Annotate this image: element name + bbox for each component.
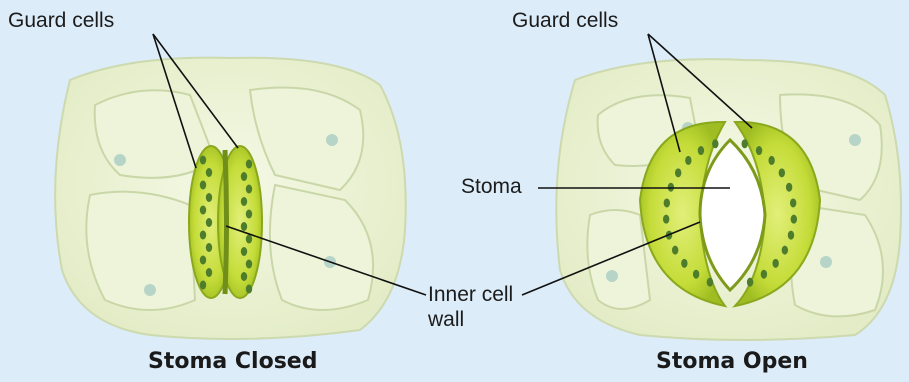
closed-stoma-group — [55, 58, 406, 339]
chloroplast — [246, 235, 252, 244]
chloroplast — [675, 168, 681, 177]
inner-cell-wall-label-line1: Inner cell — [428, 284, 513, 306]
chloroplast — [206, 218, 212, 227]
chloroplast — [663, 215, 669, 224]
chloroplast — [246, 210, 252, 219]
chloroplast — [681, 259, 687, 268]
chloroplast — [756, 146, 762, 155]
chloroplast — [693, 270, 699, 279]
open-guard-cells-label: Guard cells — [512, 10, 618, 32]
chloroplast — [788, 231, 794, 240]
closed-nucleus-2 — [326, 134, 338, 146]
chloroplast — [747, 278, 753, 287]
chloroplast — [772, 259, 778, 268]
closed-inner-wall — [225, 150, 227, 294]
closed-guard-cells-label: Guard cells — [8, 10, 114, 32]
chloroplast — [712, 139, 718, 148]
chloroplast — [742, 139, 748, 148]
inner-cell-wall-label-line2: wall — [428, 309, 464, 331]
stoma-closed-caption: Stoma Closed — [148, 349, 317, 374]
chloroplast — [241, 272, 247, 281]
closed-cell-lower-left — [86, 192, 195, 310]
chloroplast — [791, 215, 797, 224]
chloroplast — [200, 156, 206, 165]
chloroplast — [206, 243, 212, 252]
chloroplast — [246, 285, 252, 294]
chloroplast — [200, 206, 206, 215]
chloroplast — [786, 183, 792, 192]
chloroplast — [241, 247, 247, 256]
chloroplast — [200, 256, 206, 265]
chloroplast — [685, 156, 691, 165]
open-nucleus-2 — [849, 134, 861, 146]
chloroplast — [698, 146, 704, 155]
chloroplast — [782, 246, 788, 255]
closed-nucleus-4 — [144, 284, 156, 296]
chloroplast — [241, 197, 247, 206]
chloroplast — [206, 168, 212, 177]
chloroplast — [768, 156, 774, 165]
chloroplast — [241, 172, 247, 181]
open-nucleus-4 — [606, 270, 618, 282]
chloroplast — [672, 246, 678, 255]
chloroplast — [206, 268, 212, 277]
open-cell-lower-left — [587, 210, 650, 309]
chloroplast — [246, 260, 252, 269]
chloroplast — [707, 278, 713, 287]
chloroplast — [200, 231, 206, 240]
chloroplast — [200, 281, 206, 290]
stoma-label: Stoma — [461, 176, 522, 198]
open-stoma-group — [556, 59, 901, 340]
chloroplast — [246, 160, 252, 169]
chloroplast — [779, 168, 785, 177]
open-nucleus-3 — [820, 256, 832, 268]
chloroplast — [664, 198, 670, 207]
closed-nucleus-1 — [114, 154, 126, 166]
chloroplast — [246, 185, 252, 194]
chloroplast — [206, 193, 212, 202]
chloroplast — [761, 270, 767, 279]
stoma-open-caption: Stoma Open — [656, 349, 808, 374]
chloroplast — [241, 222, 247, 231]
chloroplast — [200, 181, 206, 190]
chloroplast — [790, 198, 796, 207]
